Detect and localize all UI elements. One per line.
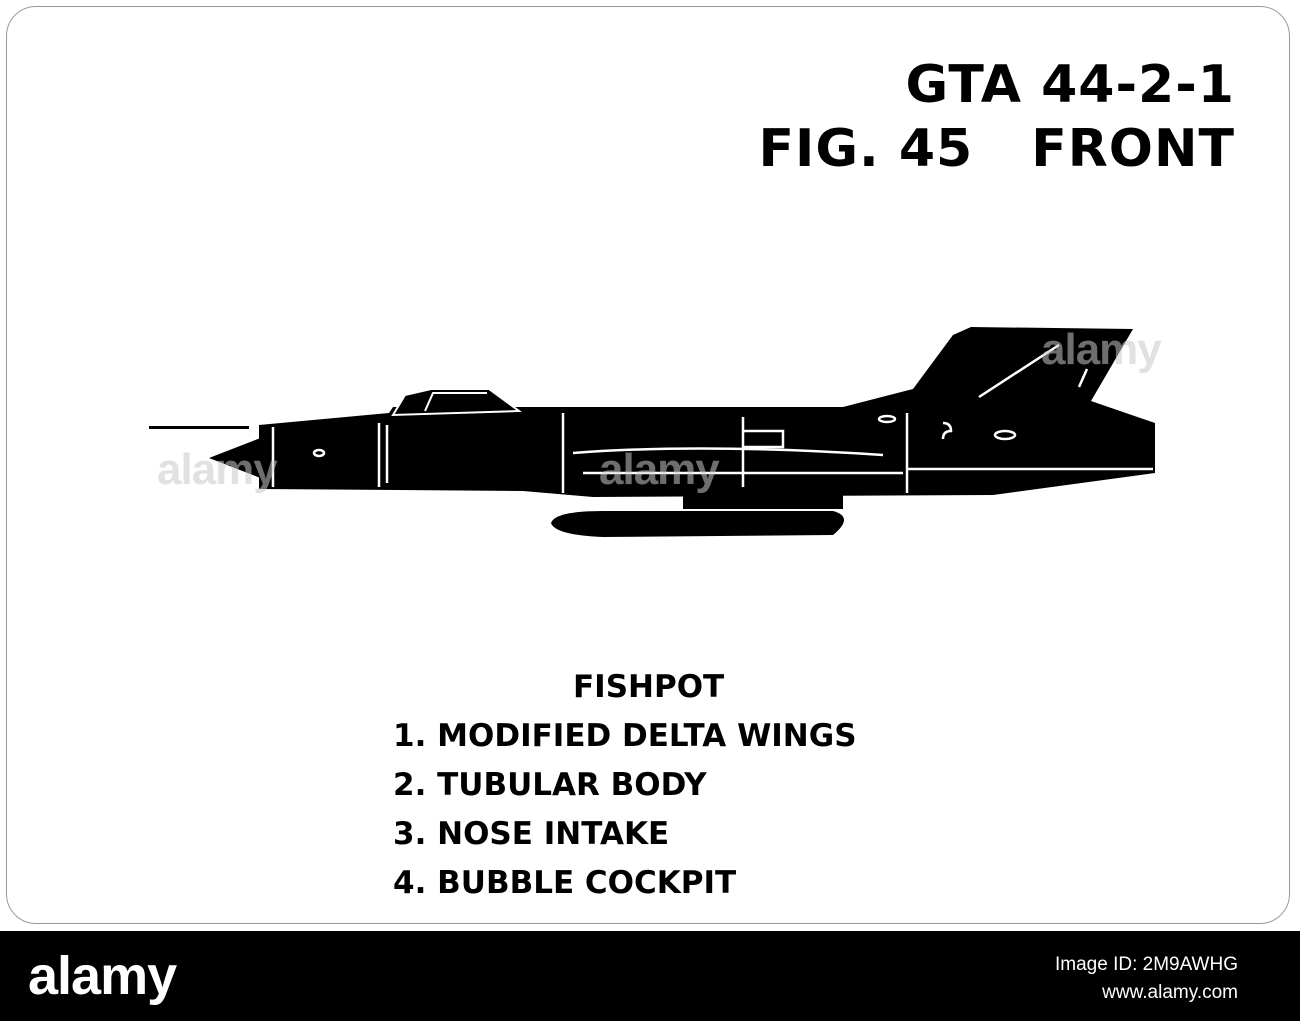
fin-line — [1077, 368, 1089, 388]
panel-detail — [993, 429, 1017, 441]
site-link[interactable]: www.alamy.com — [1102, 982, 1238, 1003]
recognition-card: GTA 44-2-1 FIG. 45 FRONT — [6, 6, 1290, 924]
brand-logo: alamy — [28, 946, 177, 1006]
footer-bar: alamy Image ID: 2M9AWHG www.alamy.com — [0, 931, 1300, 1021]
watermark-text: alamy — [1041, 325, 1162, 374]
watermark-text: alamy — [599, 445, 720, 494]
drop-tank — [551, 511, 844, 537]
fuselage — [259, 327, 1155, 497]
gta-code: GTA 44-2-1 — [905, 55, 1235, 115]
feature-item: 3. NOSE INTAKE — [393, 816, 670, 852]
cockpit-canopy — [391, 388, 522, 417]
card-side: FRONT — [1031, 119, 1235, 179]
figure-line: FIG. 45 FRONT — [758, 117, 1235, 181]
figure-number: FIG. 45 — [758, 119, 974, 179]
card-header: GTA 44-2-1 FIG. 45 FRONT — [758, 53, 1235, 181]
wing-root-line — [572, 447, 884, 457]
nose-cone — [209, 437, 263, 479]
feature-item: 2. TUBULAR BODY — [393, 767, 707, 803]
fin-line — [978, 343, 1060, 399]
panel-detail — [743, 429, 785, 449]
canopy-frame — [424, 392, 487, 412]
aircraft-silhouette — [149, 327, 1155, 537]
pitot-probe — [149, 426, 249, 429]
watermark-text: alamy — [157, 445, 278, 494]
aircraft-name: FISHPOT — [573, 669, 725, 705]
panel-detail — [312, 448, 326, 458]
feature-item: 1. MODIFIED DELTA WINGS — [393, 718, 857, 754]
pylon — [683, 495, 843, 509]
feature-item: 4. BUBBLE COCKPIT — [393, 865, 737, 901]
panel-detail — [941, 421, 953, 440]
image-id: Image ID: 2M9AWHG — [1054, 954, 1238, 975]
footer-meta: Image ID: 2M9AWHG www.alamy.com — [1055, 951, 1238, 1007]
panel-detail — [877, 414, 897, 424]
identification-features: FISHPOT 1. MODIFIED DELTA WINGS 2. TUBUL… — [393, 663, 857, 908]
